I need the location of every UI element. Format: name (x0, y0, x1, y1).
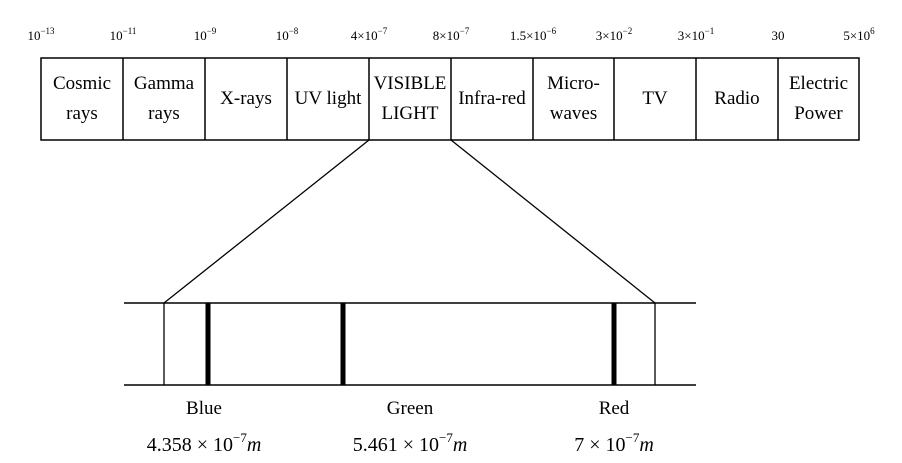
scale-base: 10 (691, 28, 705, 43)
scale-base: 10 (109, 28, 123, 43)
scale-base: 10 (533, 28, 547, 43)
band-cell: Radio (696, 58, 778, 140)
band-label: Gamma rays (134, 69, 194, 129)
scale-base: 10 (609, 28, 623, 43)
band-label-line1: Radio (714, 88, 760, 109)
band-cell: Infra-red (451, 58, 533, 140)
scale-label: 10−8 (276, 26, 299, 44)
band-label: TV (642, 84, 667, 114)
scale-label: 8×10−7 (433, 26, 469, 44)
visible-zoom-lines (163, 139, 656, 304)
wavelength-unit: m (639, 434, 654, 456)
scale-exponent: 6 (870, 26, 875, 36)
spectral-line-name: Blue (186, 398, 222, 419)
band-box-outline (40, 57, 860, 141)
scale-label: 10−9 (194, 26, 217, 44)
band-label-line1: X-rays (220, 88, 272, 109)
wavelength-exponent: −7 (438, 430, 453, 445)
zoom-line-left (163, 139, 370, 304)
band-cell: VISIBLE LIGHT (369, 58, 451, 140)
scale-mantissa: 3× (677, 28, 692, 43)
band-cell: Cosmic rays (41, 58, 123, 140)
scale-label: 10−13 (27, 26, 54, 44)
scale-mantissa: 5× (843, 28, 858, 43)
scale-base: 10 (27, 28, 41, 43)
spectral-line-wavelength: 5.461 × 10−7m (353, 430, 468, 457)
scale-mantissa: 3× (595, 28, 610, 43)
band-label-line2: LIGHT (381, 103, 439, 124)
band-label: Cosmic rays (53, 69, 111, 129)
band-label-line1: UV light (294, 88, 362, 109)
scale-exponent: −13 (40, 26, 55, 36)
spectral-line-wavelength: 7 × 10−7m (574, 430, 654, 457)
scale-base: 10 (446, 28, 460, 43)
band-label: VISIBLE LIGHT (374, 69, 447, 129)
band-label: Micro-waves (547, 69, 600, 129)
scale-mantissa: 1.5× (509, 28, 534, 43)
wavelength-exponent: −7 (625, 430, 640, 445)
wavelength-unit: m (246, 434, 262, 456)
scale-label: 5×106 (843, 26, 874, 44)
scale-label: 4×10−7 (351, 26, 387, 44)
scale-exponent: −7 (377, 26, 388, 36)
scale-base: 10 (193, 28, 207, 43)
times-sign: × 10 (397, 434, 439, 456)
scale-exponent: −8 (288, 26, 299, 36)
spectral-line-wavelength: 4.358 × 10−7m (147, 430, 262, 457)
band-label: UV light (295, 84, 362, 114)
scale-label: 1.5×10−6 (510, 26, 556, 44)
scale-mantissa: 30 (771, 28, 785, 43)
band-label-line1: Cosmic (52, 73, 112, 94)
band-label-line2: Power (794, 103, 843, 124)
scale-label: 10−11 (110, 26, 137, 44)
spectral-line-name: Red (598, 398, 630, 419)
scale-base: 10 (364, 28, 378, 43)
spectral-line-name: Green (386, 398, 434, 419)
band-label-line1: VISIBLE (373, 73, 447, 94)
scale-mantissa: 8× (432, 28, 447, 43)
scale-exponent: −9 (206, 26, 217, 36)
band-label: Radio (714, 84, 759, 114)
scale-base: 10 (857, 28, 871, 43)
scale-exponent: −6 (546, 26, 557, 36)
band-label-line1: Infra-red (458, 88, 526, 109)
zoom-line-right (450, 139, 656, 304)
band-cell: Micro-waves (533, 58, 614, 140)
scale-exponent: −11 (122, 26, 137, 36)
band-label-line2: waves (549, 103, 598, 124)
band-label-line1: Micro- (547, 73, 600, 94)
band-label: X-rays (220, 84, 272, 114)
band-label-line1: TV (642, 88, 668, 109)
scale-exponent: −7 (459, 26, 470, 36)
scale-exponent: −1 (704, 26, 715, 36)
wavelength-unit: m (452, 434, 468, 456)
visible-spectrum-strip (124, 302, 696, 386)
wavelength-mantissa: 7 (574, 434, 585, 456)
band-cell: X-rays (205, 58, 287, 140)
spectrum-band-box (40, 57, 860, 141)
band-cell: UV light (287, 58, 369, 140)
scale-label: 3×10−1 (678, 26, 714, 44)
band-cell: Gamma rays (123, 58, 205, 140)
times-sign: × 10 (584, 434, 626, 456)
band-label-line2: rays (148, 103, 180, 124)
wavelength-exponent: −7 (232, 430, 247, 445)
scale-label: 3×10−2 (596, 26, 632, 44)
scale-label: 30 (772, 26, 785, 44)
wavelength-mantissa: 5.461 (352, 434, 398, 456)
wavelength-mantissa: 4.358 (146, 434, 192, 456)
band-label-line2: rays (66, 103, 98, 124)
scale-base: 10 (275, 28, 289, 43)
times-sign: × 10 (191, 434, 233, 456)
scale-mantissa: 4× (350, 28, 365, 43)
scale-exponent: −2 (622, 26, 633, 36)
band-label: Infra-red (458, 84, 526, 114)
band-cell: TV (614, 58, 696, 140)
band-label-line1: Electric (788, 73, 849, 94)
band-label-line1: Gamma (133, 73, 195, 94)
